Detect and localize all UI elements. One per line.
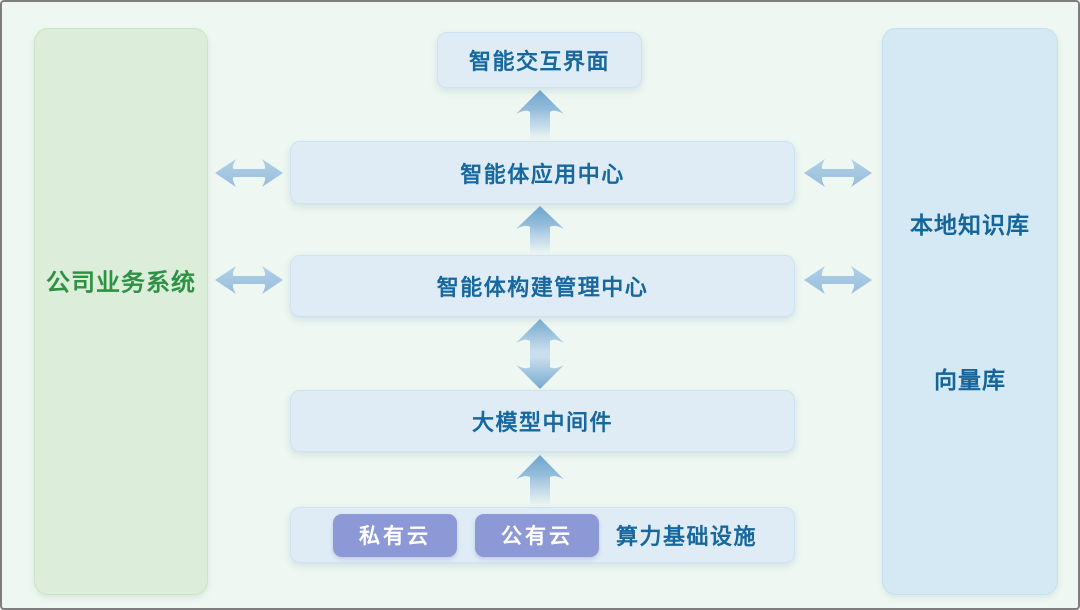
- node-intelligent-interactive-ui: 智能交互界面: [437, 32, 642, 88]
- node-agent-app-center: 智能体应用中心: [290, 141, 795, 204]
- up-arrow-icon: [513, 455, 567, 506]
- node-agent-build-management-center: 智能体构建管理中心: [290, 255, 795, 317]
- panel-company-business-system: 公司业务系统: [34, 28, 208, 595]
- node-agent-build-management-center-label: 智能体构建管理中心: [436, 275, 649, 300]
- local-knowledge-base-label: 本地知识库: [910, 212, 1030, 238]
- double-horizontal-arrow-icon: [214, 264, 284, 296]
- up-arrow-icon: [513, 90, 567, 140]
- public-cloud-badge: 公有云: [475, 513, 599, 557]
- vector-store-label: 向量库: [934, 367, 1006, 393]
- company-business-system-label: 公司业务系统: [46, 269, 196, 297]
- private-cloud-badge: 私有云: [333, 513, 457, 557]
- node-llm-middleware-label: 大模型中间件: [471, 410, 613, 435]
- node-compute-infrastructure: 私有云 公有云 算力基础设施: [290, 507, 795, 563]
- compute-infrastructure-label: 算力基础设施: [616, 524, 758, 549]
- node-agent-app-center-label: 智能体应用中心: [460, 161, 625, 187]
- panel-knowledge-base: 本地知识库 向量库: [882, 28, 1058, 595]
- up-arrow-icon: [513, 206, 567, 254]
- double-horizontal-arrow-icon: [214, 157, 284, 189]
- node-intelligent-interactive-ui-label: 智能交互界面: [468, 49, 610, 74]
- private-cloud-label: 私有云: [359, 525, 431, 548]
- double-horizontal-arrow-icon: [803, 157, 873, 189]
- node-llm-middleware: 大模型中间件: [290, 390, 795, 452]
- double-horizontal-arrow-icon: [803, 264, 873, 296]
- double-vertical-arrow-icon: [513, 319, 567, 389]
- public-cloud-label: 公有云: [501, 525, 573, 548]
